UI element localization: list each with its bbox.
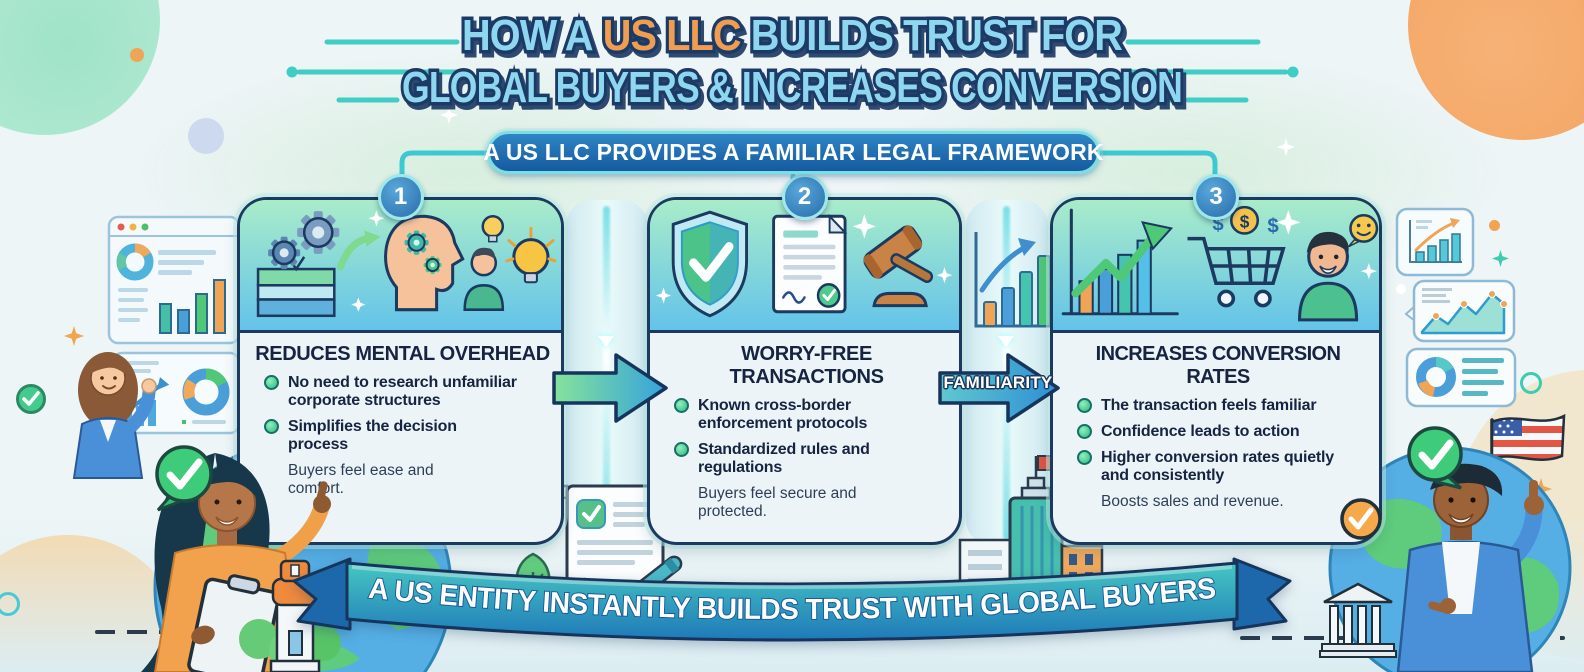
dollar-coin-icon: $ $ $ [1212,205,1279,238]
orange-check-icon [1340,498,1382,540]
svg-text:HOW A US LLC BUILDS TRUST FOR: HOW A US LLC BUILDS TRUST FOR [462,11,1122,60]
step-number-badge: 2 [781,174,828,220]
lightbulb-icon [481,214,557,284]
bar-chart-icon [159,279,226,334]
title-accent: US LLC [603,11,741,60]
svg-text:GLOBAL BUYERS & INCREASES CONV: GLOBAL BUYERS & INCREASES CONVERSION [402,63,1182,112]
step-number-badge: 3 [1193,174,1239,220]
happy-customer-icon [1298,231,1359,322]
bullet-item: Standardized rules and regulations [674,441,949,477]
donut-chart-icon [116,243,154,281]
card-note: Boosts sales and revenue. [1101,492,1284,510]
gear-icon [297,211,340,254]
thinking-head-icon [384,214,465,312]
bullet-item: Simplifies the decision process [264,418,551,454]
contract-document-icon [772,213,848,314]
teal-ring [1520,372,1542,394]
card-worry-free-transactions: 2 [647,174,962,545]
framework-banner: A US LLC PROVIDES A FAMILIAR LEGAL FRAME… [483,131,1104,174]
check-bubble-icon [1407,426,1463,490]
pointing-man [1396,463,1544,672]
bullet-item: No need to research unfamiliar corporate… [264,374,551,410]
bullet-dot-icon [674,398,689,413]
bullet-item: Confidence leads to action [1077,423,1369,441]
sparkle-icon [1492,250,1509,267]
bullet-item: The transaction feels familiar [1077,397,1369,415]
card3-illustration: $ $ $ [1053,200,1379,333]
flow-arrow-2-3 [938,353,1060,423]
donut-chart-icon [182,368,230,416]
sparkle-icon [1277,138,1295,156]
sparkle-icon [1276,210,1301,235]
bullet-list: Known cross-border enforcement protocols… [664,397,949,477]
card1-illustration [240,200,561,333]
down-arrow-icon [998,336,1014,347]
bullet-dot-icon [1077,423,1092,439]
sparkle-icon [351,210,385,312]
smiley-bubble-icon [1347,213,1379,248]
gavel-icon [863,225,934,308]
bullet-dot-icon [1077,449,1092,465]
teal-ring [0,592,20,616]
card-note: Buyers feel secure and protected. [698,484,857,520]
box-icon [256,256,336,318]
sparkle-icon [655,214,953,304]
familiarity-label: FAMILIARITY [943,373,1053,392]
shield-check-icon [671,210,749,318]
card2-illustration [650,200,959,333]
card-increases-conversion-rates: 3 [1050,174,1382,545]
card-reduces-mental-overhead: 1 [237,174,564,545]
bullet-list: The transaction feels familiar Confidenc… [1067,397,1369,485]
orange-dot [130,48,144,62]
sparkle-icon [440,106,458,124]
card-title: WORRY-FREE TRANSACTIONS [729,343,884,388]
bullet-list: No need to research unfamiliar corporate… [254,374,551,454]
bullet-dot-icon [264,375,279,390]
circuit-lines-right [1125,39,1299,103]
card-title: INCREASES CONVERSION RATES [1095,343,1341,388]
bullet-dot-icon [674,441,689,457]
capitol-icon [1319,582,1397,658]
person-icon [463,247,505,311]
curved-arrow-icon [336,230,381,271]
svg-text:$: $ [1267,216,1279,238]
growth-chart-icon [1061,208,1179,316]
gear-icon [268,236,301,270]
us-flag-icon [1490,413,1566,500]
sparkle-icon [64,326,84,346]
lavender-dot [188,118,224,154]
trust-ribbon: A US ENTITY INSTANTLY BUILDS TRUST WITH … [292,557,1292,642]
orange-dot [1489,220,1500,231]
bullet-item: Known cross-border enforcement protocols [674,397,949,433]
donut-chart-panel [1405,347,1517,408]
browser-analytics-panel [107,215,241,345]
card-note: Buyers feel ease and comfort. [288,461,434,497]
white-dot [1396,284,1406,294]
check-circle-icon [16,384,46,414]
sparkle-icon [1360,262,1377,280]
bullet-dot-icon [1077,398,1092,413]
flow-arrow-1-2 [552,353,668,423]
step-number-badge: 1 [377,174,424,220]
shopping-cart-icon [1187,236,1286,308]
line-chart-panel [1404,279,1516,343]
main-title: HOW A US LLC BUILDS TRUST FOR GLOBAL BUY… [399,8,1187,116]
bullet-item: Higher conversion rates quietly and cons… [1077,449,1369,485]
svg-text:$: $ [1240,211,1250,231]
down-arrow-icon [598,336,614,347]
circuit-lines-left [286,39,460,103]
bar-chart-panel [1395,207,1475,277]
bullet-dot-icon [264,418,279,434]
rising-bar-chart-icon [974,232,1052,328]
card-title: REDUCES MENTAL OVERHEAD [255,343,550,365]
waving-woman [72,352,157,479]
check-bubble-icon [155,445,213,512]
